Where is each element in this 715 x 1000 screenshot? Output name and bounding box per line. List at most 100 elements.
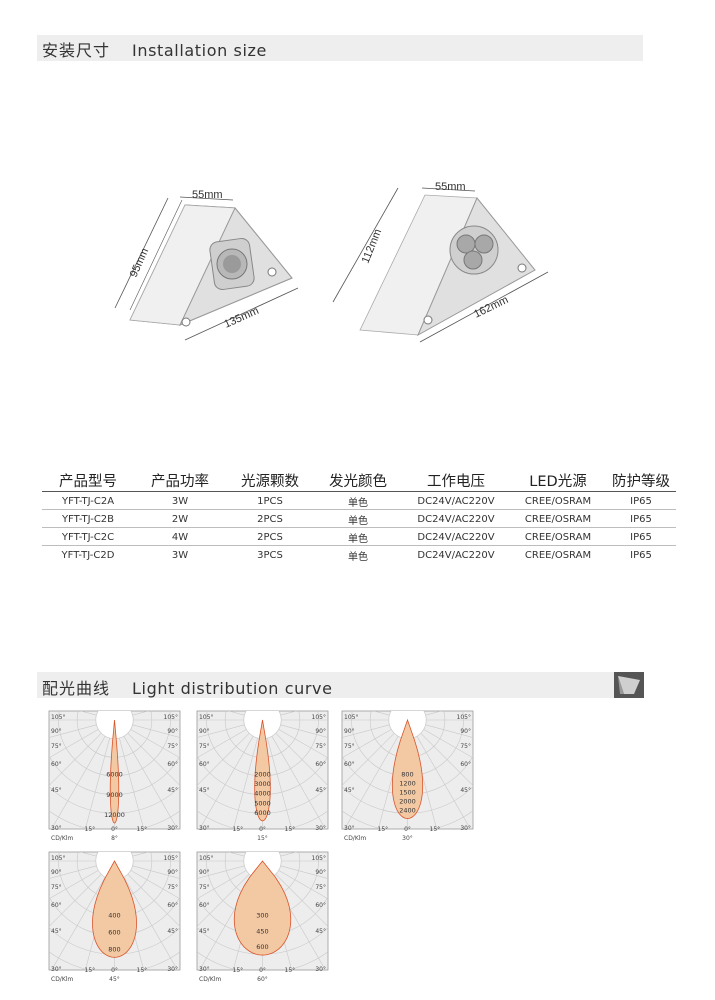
cell-ip: IP65 [606, 509, 676, 528]
angle-tick-label: 105° [51, 714, 65, 721]
polar-chart-5: 105°105°90°90°75°75°60°60°45°45°30°30°15… [196, 851, 329, 984]
angle-tick-label: 75° [167, 743, 178, 750]
cell-color: 单色 [314, 545, 402, 563]
radial-value-label: 12000 [104, 811, 125, 819]
angle-tick-label: 105° [312, 714, 326, 721]
cell-count: 2PCS [226, 527, 314, 546]
cell-voltage: DC24V/AC220V [402, 491, 510, 510]
angle-tick-label: 105° [164, 714, 178, 721]
unit-label: CD/Klm [51, 835, 73, 842]
angle-tick-label: 0° [404, 826, 411, 833]
table-row: YFT-TJ-C2A 3W 1PCS 单色 DC24V/AC220V CREE/… [42, 491, 676, 510]
section-band-light [37, 672, 643, 698]
spec-header-voltage: 工作电压 [427, 473, 485, 490]
radial-value-label: 800 [108, 945, 120, 953]
angle-tick-label: 15° [137, 826, 148, 833]
angle-tick-label: 75° [199, 743, 210, 750]
angle-tick-label: 90° [344, 728, 355, 735]
cell-led: CREE/OSRAM [510, 545, 606, 563]
angle-tick-label: 15° [285, 967, 296, 974]
beam-angle-label: 45° [109, 976, 120, 983]
angle-tick-label: 30° [344, 825, 355, 832]
angle-tick-label: 105° [51, 855, 65, 862]
angle-tick-label: 30° [51, 825, 62, 832]
radial-value-label: 2000 [254, 771, 271, 779]
beam-curve [92, 860, 137, 958]
angle-tick-label: 30° [167, 966, 178, 973]
section-title-install-en: Installation size [132, 41, 267, 60]
angle-tick-label: 90° [199, 869, 210, 876]
beam-angle-label: 60° [257, 976, 268, 983]
angle-tick-label: 90° [51, 869, 62, 876]
corner-logo-mark [614, 672, 644, 698]
cell-power: 3W [134, 491, 226, 510]
fixture-large-drawing [332, 187, 549, 343]
cell-model: YFT-TJ-C2A [42, 491, 134, 510]
radial-value-label: 1500 [399, 789, 416, 797]
radial-value-label: 600 [108, 928, 120, 936]
angle-tick-label: 75° [315, 743, 326, 750]
cell-voltage: DC24V/AC220V [402, 545, 510, 563]
radial-value-label: 6000 [254, 809, 271, 817]
cell-led: CREE/OSRAM [510, 527, 606, 546]
polar-chart-2: 105°105°90°90°75°75°60°60°45°45°30°30°15… [196, 710, 329, 843]
radial-value-label: 600 [256, 943, 268, 951]
cell-power: 4W [134, 527, 226, 546]
angle-tick-label: 15° [378, 826, 389, 833]
angle-tick-label: 45° [199, 928, 210, 935]
radial-value-label: 3000 [254, 780, 271, 788]
unit-label: CD/Klm [199, 976, 221, 983]
polar-chart-3: 105°105°90°90°75°75°60°60°45°45°30°30°15… [341, 710, 474, 843]
dim-large-width: 55mm [435, 181, 466, 193]
angle-tick-label: 45° [167, 787, 178, 794]
unit-label: CD/Klm [51, 976, 73, 983]
angle-tick-label: 15° [233, 967, 244, 974]
angle-tick-label: 60° [51, 902, 62, 909]
radial-value-label: 1200 [399, 780, 416, 788]
angle-tick-label: 90° [315, 869, 326, 876]
cell-power: 2W [134, 509, 226, 528]
angle-tick-label: 60° [344, 761, 355, 768]
angle-tick-label: 0° [111, 826, 118, 833]
angle-tick-label: 75° [315, 884, 326, 891]
angle-tick-label: 30° [315, 825, 326, 832]
cell-count: 3PCS [226, 545, 314, 563]
cell-color: 单色 [314, 527, 402, 546]
spec-header-count: 光源颗数 [241, 473, 299, 490]
radial-value-label: 4000 [254, 790, 271, 798]
section-band-install [37, 35, 643, 61]
cell-ip: IP65 [606, 491, 676, 510]
radial-value-label: 2000 [399, 798, 416, 806]
radial-value-label: 400 [108, 912, 120, 920]
dim-small-height: 95mm [128, 246, 151, 279]
angle-tick-label: 30° [460, 825, 471, 832]
angle-tick-label: 60° [315, 761, 326, 768]
dim-large-height: 112mm [360, 227, 385, 265]
cell-model: YFT-TJ-C2B [42, 509, 134, 528]
spec-table-header: 产品型号 产品功率 光源颗数 发光颜色 工作电压 LED光源 防护等级 [42, 469, 676, 492]
radial-value-label: 450 [256, 927, 268, 935]
angle-tick-label: 30° [315, 966, 326, 973]
angle-tick-label: 75° [51, 743, 62, 750]
angle-tick-label: 90° [167, 728, 178, 735]
dim-small-width: 55mm [192, 189, 223, 201]
beam-curve [254, 719, 271, 822]
installation-drawings: 55mm 95mm 135mm 55mm 112mm 162mm [114, 181, 549, 343]
angle-tick-label: 45° [460, 787, 471, 794]
angle-tick-label: 60° [167, 902, 178, 909]
radial-value-label: 2400 [399, 807, 416, 815]
radial-value-label: 9000 [106, 791, 123, 799]
angle-tick-label: 60° [460, 761, 471, 768]
beam-curve [109, 719, 120, 824]
angle-tick-label: 15° [85, 967, 96, 974]
cell-voltage: DC24V/AC220V [402, 527, 510, 546]
beam-curve [391, 718, 424, 819]
angle-tick-label: 45° [199, 787, 210, 794]
angle-tick-label: 15° [233, 826, 244, 833]
cell-led: CREE/OSRAM [510, 509, 606, 528]
angle-tick-label: 60° [199, 902, 210, 909]
angle-tick-label: 90° [51, 728, 62, 735]
angle-tick-label: 30° [167, 825, 178, 832]
